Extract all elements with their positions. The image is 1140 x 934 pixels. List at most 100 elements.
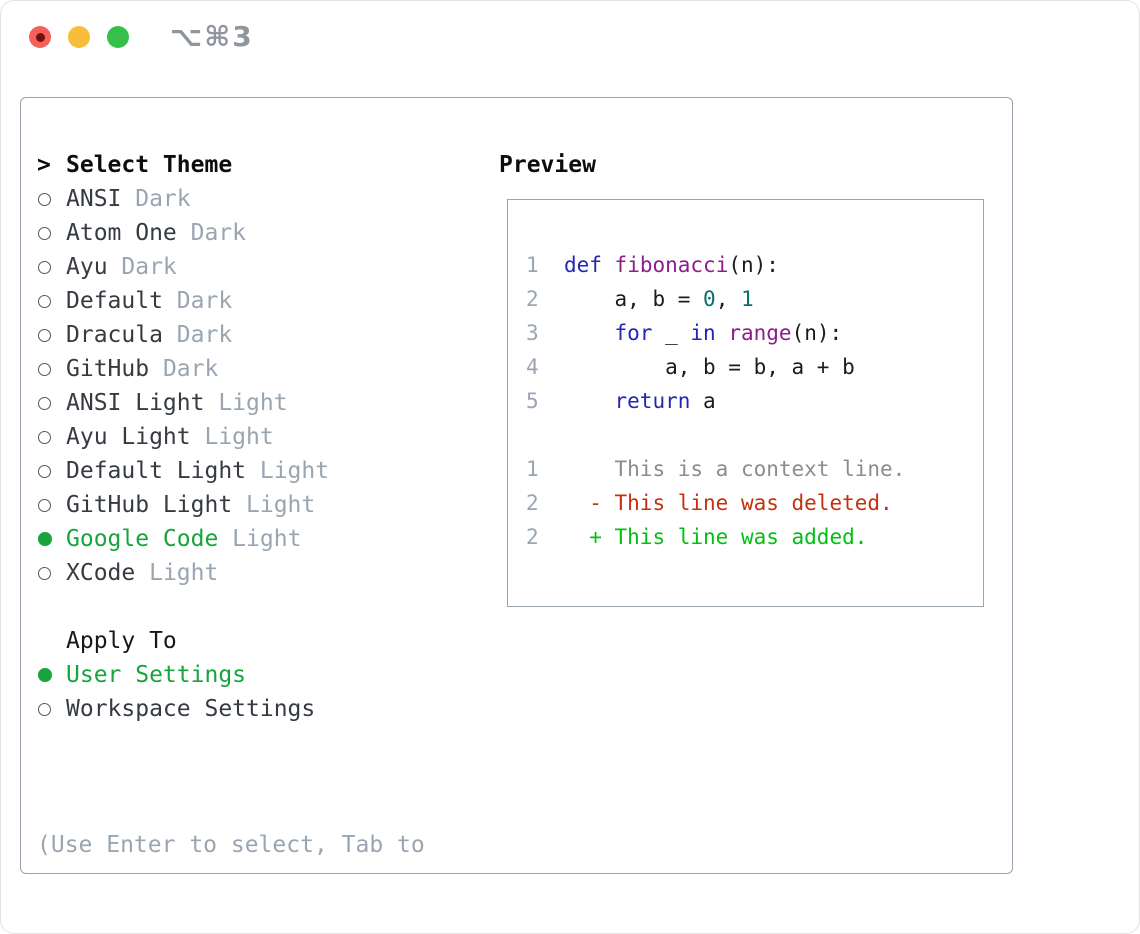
radio-marker: [37, 362, 66, 376]
theme-option[interactable]: XCode Light: [37, 556, 477, 590]
radio-marker: [37, 226, 66, 240]
token-num: 3: [526, 321, 539, 345]
token-pl: [539, 253, 564, 277]
option-label: Atom One: [66, 220, 177, 246]
theme-option[interactable]: Dracula Dark: [37, 318, 477, 352]
radio-marker: [37, 192, 66, 206]
theme-option[interactable]: Ayu Light Light: [37, 420, 477, 454]
window-title: ⌥⌘3: [170, 20, 254, 53]
token-kwd: in: [690, 321, 716, 345]
minimize-button-icon[interactable]: [68, 26, 90, 48]
radio-unselected-icon: [38, 192, 51, 206]
option-variant-label: Light: [218, 526, 302, 552]
radio-marker: [37, 396, 66, 410]
option-variant-label: Dark: [121, 186, 191, 212]
preview-code-line: 1 This is a context line.: [526, 452, 983, 486]
option-variant-label: Dark: [149, 356, 219, 382]
token-del: - This line was deleted.: [538, 491, 893, 515]
radio-unselected-icon: [38, 226, 51, 240]
apply-to-option[interactable]: Workspace Settings: [37, 692, 477, 726]
option-label: User Settings: [66, 662, 247, 688]
theme-option[interactable]: Default Dark: [37, 284, 477, 318]
preview-code-line: 3 for _ in range(n):: [526, 316, 983, 350]
option-variant-label: Light: [204, 390, 288, 416]
preview-code-line: 2 a, b = 0, 1: [526, 282, 983, 316]
theme-option[interactable]: Ayu Dark: [37, 250, 477, 284]
preview-code-line: 5 return a: [526, 384, 983, 418]
token-num: 2: [526, 491, 539, 515]
radio-unselected-icon: [38, 566, 51, 580]
radio-unselected-icon: [38, 328, 51, 342]
token-lit: 1: [740, 287, 754, 311]
token-kwd: for: [614, 321, 653, 345]
select-theme-title: Select Theme: [66, 152, 233, 178]
option-label: GitHub: [66, 356, 150, 382]
unsaved-dot-icon: [35, 32, 45, 42]
token-num: 2: [526, 525, 539, 549]
zoom-button-icon[interactable]: [107, 26, 129, 48]
option-variant-label: Light: [246, 458, 330, 484]
option-label: Google Code: [66, 526, 219, 552]
cursor-icon: >: [37, 152, 51, 178]
option-label: Workspace Settings: [66, 696, 316, 722]
token-lit: 0: [703, 287, 716, 311]
radio-marker: [37, 498, 66, 512]
radio-marker: [37, 702, 66, 716]
traffic-lights: [29, 26, 129, 48]
hint-line-2: change focus): [37, 930, 477, 934]
token-fn: fibonacci: [614, 253, 729, 277]
token-num: 1: [526, 457, 539, 481]
theme-option[interactable]: ANSI Light Light: [37, 386, 477, 420]
preview-code-line: 1 def fibonacci(n):: [526, 248, 983, 282]
radio-unselected-icon: [38, 498, 51, 512]
option-label: Dracula: [66, 322, 163, 348]
apply-to-title: Apply To: [66, 628, 177, 654]
theme-option[interactable]: Atom One Dark: [37, 216, 477, 250]
option-variant-label: Dark: [176, 220, 247, 246]
apply-to-option[interactable]: User Settings: [37, 658, 477, 692]
radio-marker: [37, 328, 66, 342]
select-theme-header: > Select Theme: [37, 148, 477, 182]
preview-blank-line: [526, 418, 983, 452]
radio-selected-icon: [38, 668, 52, 682]
token-num: 5: [526, 389, 539, 413]
token-pl: [716, 321, 729, 345]
close-button-icon[interactable]: [29, 26, 51, 48]
option-variant-label: Light: [232, 492, 316, 518]
token-pl: [602, 253, 615, 277]
token-pl: a, b =: [538, 287, 704, 311]
option-label: XCode: [66, 560, 136, 586]
radio-marker: [37, 430, 66, 444]
theme-option[interactable]: ANSI Dark: [37, 182, 477, 216]
radio-marker: [37, 260, 66, 274]
token-pl: ,: [715, 287, 741, 311]
token-fn: range: [728, 321, 792, 345]
theme-option[interactable]: GitHub Dark: [37, 352, 477, 386]
option-label: ANSI: [66, 186, 122, 212]
radio-unselected-icon: [38, 430, 51, 444]
token-pl: a: [690, 389, 716, 413]
theme-option[interactable]: Default Light Light: [37, 454, 477, 488]
theme-option[interactable]: Google Code Light: [37, 522, 477, 556]
hint-text: (Use Enter to select, Tab to change focu…: [37, 760, 477, 934]
token-pl: a, b = b, a + b: [538, 355, 855, 379]
radio-selected-icon: [38, 532, 52, 546]
cursor-marker: >: [37, 152, 66, 178]
radio-marker: [37, 668, 66, 682]
preview-title: Preview: [499, 152, 596, 178]
radio-marker: [37, 532, 66, 546]
option-variant-label: Dark: [162, 288, 233, 314]
radio-unselected-icon: [38, 464, 51, 478]
option-label: GitHub Light: [66, 492, 233, 518]
token-num: 4: [526, 355, 539, 379]
theme-option[interactable]: GitHub Light Light: [37, 488, 477, 522]
token-pl: (n):: [791, 321, 843, 345]
token-kwd: return: [614, 389, 691, 413]
radio-marker: [37, 566, 66, 580]
